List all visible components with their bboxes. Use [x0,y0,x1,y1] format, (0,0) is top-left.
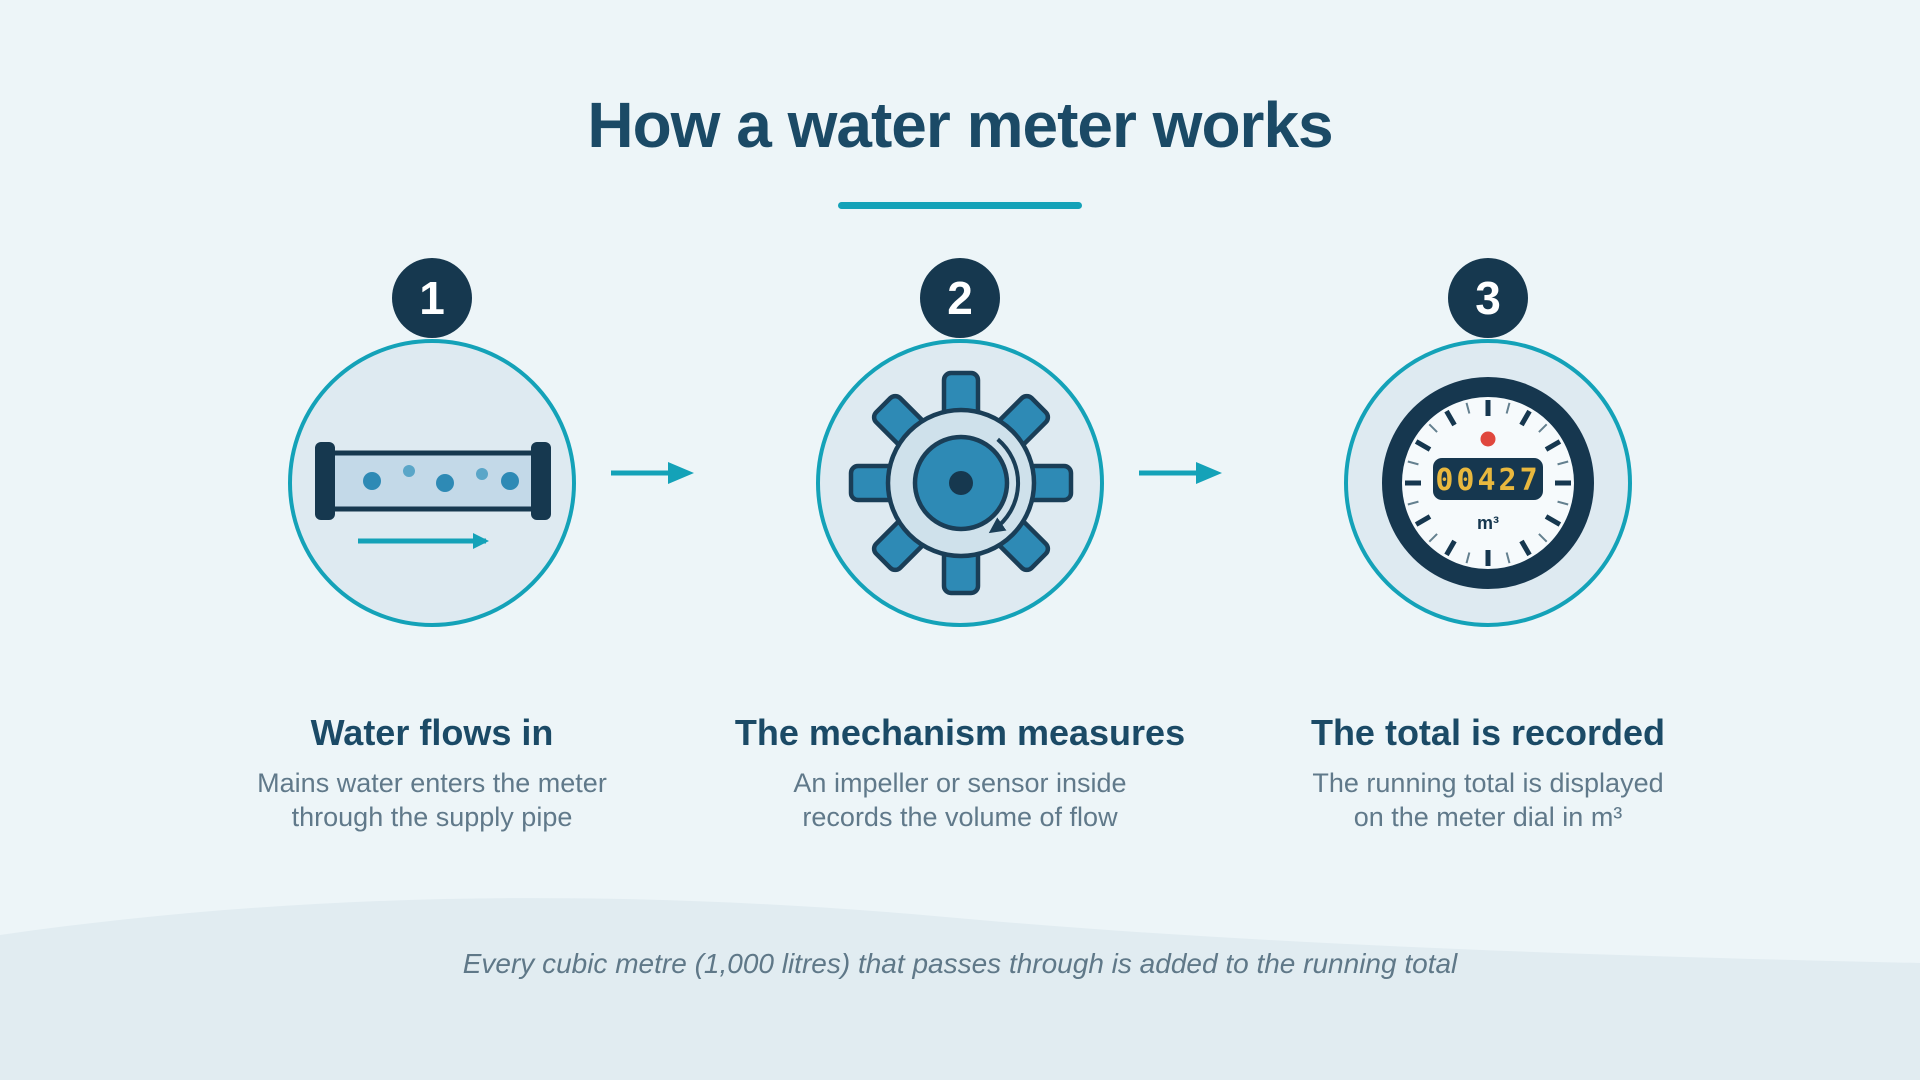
pipe-end-cap [531,442,551,520]
arrow-right-icon [611,462,694,484]
step-2-description-line-2: records the volume of flow [802,802,1118,832]
pipe-end-cap [315,442,335,520]
gear-impeller-icon [848,370,1074,596]
step-1-description-line-1: Mains water enters the meter [257,768,607,798]
step-3-circle: 00427 m³ [1344,339,1632,627]
step-1-badge: 1 [392,258,472,338]
step-3-badge: 3 [1448,258,1528,338]
step-1-heading: Water flows in [310,712,554,753]
step-3-heading: The total is recorded [1310,712,1666,753]
step-2-circle [816,339,1104,627]
footer-caption: Every cubic metre (1,000 litres) that pa… [462,948,1458,979]
page-title: How a water meter works [587,89,1333,161]
step-3-description-line-2: on the meter dial in m³ [1353,802,1623,832]
step-2-description: An impeller or sensor inside records the… [660,766,1260,834]
meter-display [1433,458,1543,500]
water-dot [501,472,519,490]
rotation-arrow-icon [988,437,1021,534]
arrow-right-icon [1139,462,1222,484]
meter-unit: m³ [1477,513,1499,533]
step-1-description-line-2: through the supply pipe [291,802,573,832]
step-2-heading: The mechanism measures [734,712,1186,753]
pipe-icon [315,442,551,549]
water-dot [403,465,415,477]
red-indicator-dot [1480,431,1496,447]
step-1-description: Mains water enters the meter through the… [132,766,732,834]
step-1-circle [288,339,576,627]
step-3-description: The running total is displayed on the me… [1188,766,1788,834]
step-2-number: 2 [947,272,973,324]
meter-dial-icon: 00427 m³ [1382,377,1594,589]
water-dot [436,474,454,492]
step-2-badge: 2 [920,258,1000,338]
gear-axle-dot [949,471,973,495]
title-underline-accent [838,202,1082,209]
meter-reading: 00427 [1435,463,1540,498]
meter-ticks [1405,400,1571,566]
water-dot [363,472,381,490]
water-dot [476,468,488,480]
step-1-number: 1 [419,272,445,324]
step-3-number: 3 [1475,272,1501,324]
step-3-description-line-1: The running total is displayed [1312,768,1664,798]
step-2-description-line-1: An impeller or sensor inside [793,768,1127,798]
